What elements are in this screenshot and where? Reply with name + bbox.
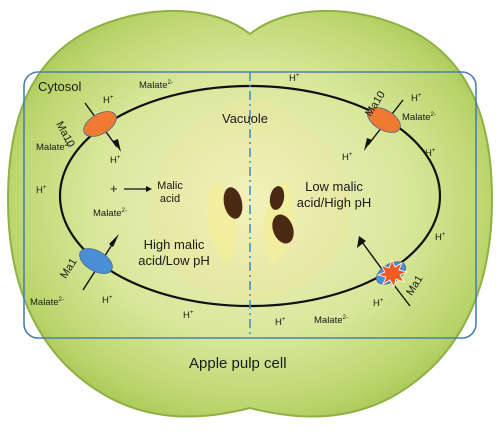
malate-ion: Malate2- — [36, 140, 70, 153]
ma10-transporter-right — [364, 99, 404, 151]
reaction-product-line1: Malic — [157, 180, 183, 192]
proton-ion: H+ — [102, 293, 113, 306]
proton-ion: H+ — [275, 315, 286, 328]
malate-ion: Malate2- — [314, 313, 348, 326]
reaction-plus: + — [110, 181, 118, 196]
proton-ion: H+ — [435, 230, 446, 243]
ma1-transporter-left — [79, 234, 119, 291]
malate-ion: Malate2- — [30, 295, 64, 308]
reaction-arrow — [124, 186, 152, 192]
right-state-label: Low malic acid/High pH — [284, 180, 384, 209]
proton-ion: H+ — [110, 153, 121, 166]
proton-ion: H+ — [289, 71, 300, 84]
left-state-label: High malic acid/Low pH — [126, 238, 222, 267]
reaction-product-label: Malic acid — [150, 181, 190, 205]
ma1-transporter-right — [357, 236, 411, 307]
left-state-line1: High malic — [143, 237, 205, 252]
cytosol-label: Cytosol — [38, 79, 82, 94]
malate-ion: Malate2- — [93, 206, 127, 219]
proton-ion: H+ — [103, 93, 114, 106]
mutation-burst-icon — [376, 258, 409, 289]
reaction-product-line2: acid — [159, 193, 181, 205]
right-state-line2: acid/High pH — [296, 195, 372, 210]
proton-ion: H+ — [36, 183, 47, 196]
apple-core-shape — [150, 95, 350, 300]
cell-label: Apple pulp cell — [189, 355, 287, 372]
ma10-transporter-left — [83, 102, 121, 152]
right-state-line1: Low malic — [305, 179, 363, 194]
malate-ion: Malate2- — [139, 78, 173, 91]
proton-ion: H+ — [411, 91, 422, 104]
left-state-line2: acid/Low pH — [138, 253, 210, 268]
malate-ion: Malate2- — [402, 110, 436, 123]
proton-ion: H+ — [183, 308, 194, 321]
seed-right-lower — [272, 214, 294, 244]
vacuole-label: Vacuole — [222, 111, 269, 126]
seed-left — [223, 187, 243, 219]
proton-ion: H+ — [342, 150, 353, 163]
seed-right-upper — [269, 186, 285, 210]
proton-ion: H+ — [373, 296, 384, 309]
proton-ion: H+ — [425, 146, 436, 159]
